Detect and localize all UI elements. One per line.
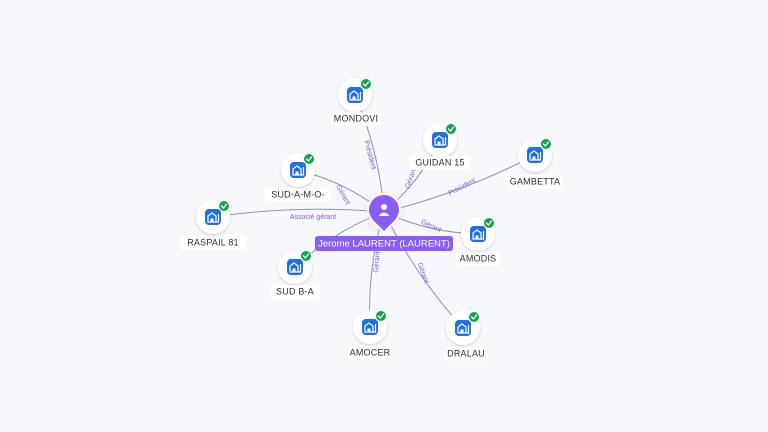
company-node-sud-b-a[interactable]: SUD B-A <box>270 250 320 299</box>
company-name-label: SUD B-A <box>276 286 314 296</box>
verified-check-icon <box>540 138 552 150</box>
company-node-mondovi[interactable]: MONDOVI <box>331 78 381 126</box>
company-building-icon <box>470 226 486 242</box>
verified-check-icon <box>483 217 495 229</box>
company-building-icon <box>432 132 448 148</box>
company-node-guidan-15[interactable]: GUIDAN 15 <box>409 123 471 170</box>
company-building-icon <box>205 209 221 225</box>
center-node[interactable]: Jerome LAURENT (LAURENT) <box>315 188 453 251</box>
company-label-bg <box>180 236 246 250</box>
company-building-icon <box>287 259 303 275</box>
verified-check-icon <box>375 310 387 322</box>
company-node-amocer[interactable]: AMOCER <box>348 310 392 360</box>
company-name-label: SUD-A-M-O- <box>271 189 325 199</box>
company-name-label: GAMBETTA <box>510 176 560 186</box>
company-node-amodis[interactable]: AMODIS <box>456 217 500 266</box>
company-label-bg <box>507 175 563 189</box>
company-building-icon <box>347 87 363 103</box>
verified-check-icon <box>468 311 480 323</box>
company-label-bg <box>348 346 392 360</box>
company-label-bg <box>270 285 320 299</box>
verified-check-icon <box>218 200 230 212</box>
company-label-bg <box>331 112 381 126</box>
edge-label-gambetta: Président <box>447 177 476 197</box>
company-name-label: GUIDAN 15 <box>415 157 464 167</box>
edge-label-amodis: Gérant <box>420 219 442 234</box>
company-node-gambetta[interactable]: GAMBETTA <box>507 138 563 189</box>
company-building-icon <box>290 162 306 178</box>
edge-label-raspail-81: Associé gérant <box>290 214 336 221</box>
center-name-label: Jerome LAURENT (LAURENT) <box>318 239 450 250</box>
verified-check-icon <box>303 153 315 165</box>
verified-check-icon <box>360 78 372 90</box>
company-name-label: RASPAIL 81 <box>187 237 239 247</box>
company-name-label: DRALAU <box>447 348 485 358</box>
company-node-raspail-81[interactable]: RASPAIL 81 <box>180 200 246 250</box>
company-name-label: AMODIS <box>460 253 497 263</box>
company-name-label: MONDOVI <box>334 113 378 123</box>
company-node-dralau[interactable]: DRALAU <box>444 311 488 361</box>
company-label-bg <box>265 188 331 202</box>
verified-check-icon <box>445 123 457 135</box>
company-building-icon <box>455 320 471 336</box>
company-label-bg <box>444 347 488 361</box>
edge-label-amocer: Gérant <box>373 251 382 273</box>
person-icon <box>378 204 390 216</box>
company-building-icon <box>362 319 378 335</box>
company-node-sud-a-m-o[interactable]: SUD-A-M-O- <box>265 153 331 202</box>
center-name-tag <box>315 236 453 251</box>
company-label-bg <box>456 252 500 266</box>
verified-check-icon <box>300 250 312 262</box>
nodes-layer: MONDOVI GUIDAN 15 GAMBETTA AMODIS DRALAU AMOC… <box>180 78 563 361</box>
company-building-icon <box>527 147 543 163</box>
edge-label-sud-a-m-o: Gérant <box>334 184 351 206</box>
company-name-label: AMOCER <box>350 347 391 357</box>
edge-label-dralau: Gérant <box>416 262 430 285</box>
company-label-bg <box>409 156 471 170</box>
